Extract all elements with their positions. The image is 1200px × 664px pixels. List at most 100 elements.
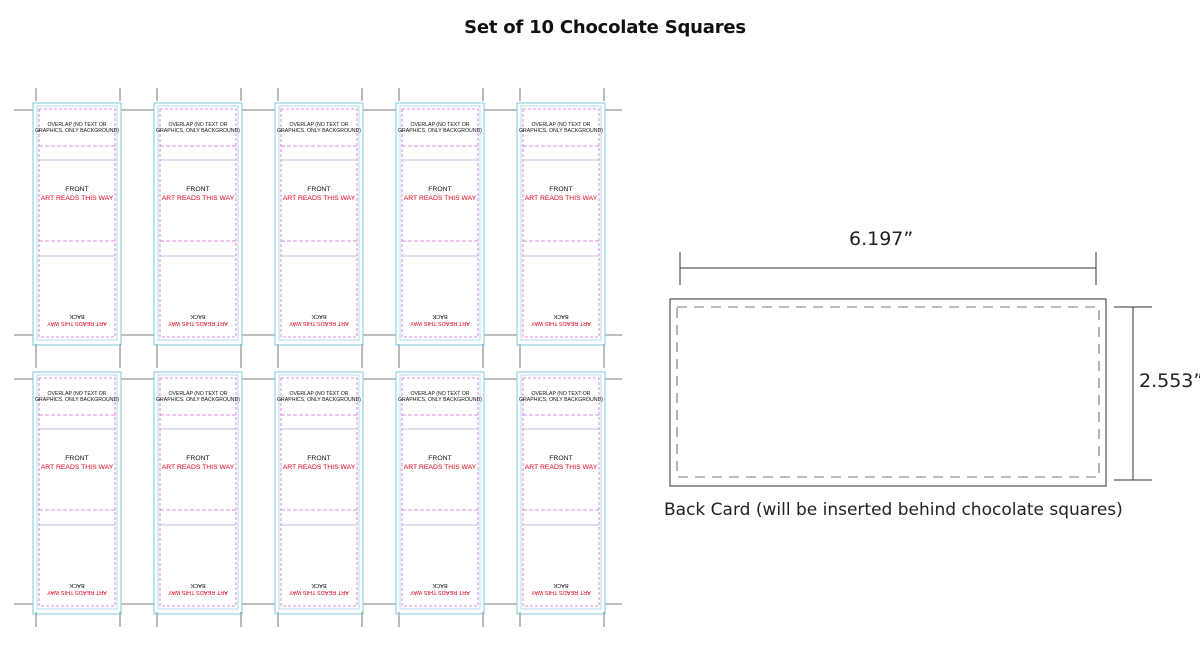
back-card-height-label: 2.553”: [1139, 370, 1200, 392]
safe-zone: [280, 108, 358, 338]
art-direction-label: ART READS THIS WAY: [283, 195, 356, 202]
safe-zone: [280, 377, 358, 607]
art-direction-label-back: ART READS THIS WAY: [47, 589, 107, 595]
bleed-line: [274, 371, 364, 615]
overlap-label: OVERLAP (NO TEXT OR: [168, 391, 227, 397]
art-direction-label-back: ART READS THIS WAY: [531, 320, 591, 326]
back-label: BACK: [311, 313, 327, 319]
back-label: BACK: [553, 582, 569, 588]
trim-line: [157, 105, 239, 341]
back-label: BACK: [69, 582, 85, 588]
overlap-label: GRAPHICS, ONLY BACKGROUND): [519, 397, 603, 403]
art-direction-label-back: ART READS THIS WAY: [531, 589, 591, 595]
back-label: BACK: [190, 313, 206, 319]
safe-zone: [38, 377, 116, 607]
art-direction-label: ART READS THIS WAY: [404, 464, 477, 471]
safe-zone: [401, 108, 479, 338]
trim-line: [399, 374, 481, 610]
art-direction-label: ART READS THIS WAY: [525, 195, 598, 202]
art-direction-label-back: ART READS THIS WAY: [168, 320, 228, 326]
back-label: BACK: [311, 582, 327, 588]
safe-zone: [159, 108, 237, 338]
art-direction-label-back: ART READS THIS WAY: [47, 320, 107, 326]
trim-line: [399, 105, 481, 341]
trim-line: [36, 105, 118, 341]
bleed-line: [153, 102, 243, 346]
overlap-label: GRAPHICS, ONLY BACKGROUND): [35, 397, 119, 403]
art-direction-label: ART READS THIS WAY: [162, 464, 235, 471]
back-card: [669, 252, 1152, 487]
safe-zone: [522, 108, 600, 338]
safe-zone: [159, 377, 237, 607]
trim-line: [278, 374, 360, 610]
front-label: FRONT: [186, 186, 209, 193]
trim-line: [520, 105, 602, 341]
back-label: BACK: [553, 313, 569, 319]
back-label: BACK: [432, 313, 448, 319]
bleed-line: [395, 371, 485, 615]
overlap-label: OVERLAP (NO TEXT OR: [410, 122, 469, 128]
overlap-label: OVERLAP (NO TEXT OR: [47, 391, 106, 397]
front-label: FRONT: [428, 186, 451, 193]
overlap-label: GRAPHICS, ONLY BACKGROUND): [398, 397, 482, 403]
front-label: FRONT: [186, 455, 209, 462]
art-direction-label-back: ART READS THIS WAY: [289, 589, 349, 595]
safe-zone: [401, 377, 479, 607]
art-direction-label: ART READS THIS WAY: [41, 464, 114, 471]
art-direction-label: ART READS THIS WAY: [41, 195, 114, 202]
back-card-width-label: 6.197”: [849, 228, 914, 250]
overlap-label: OVERLAP (NO TEXT OR: [289, 391, 348, 397]
front-label: FRONT: [65, 186, 88, 193]
art-direction-label: ART READS THIS WAY: [283, 464, 356, 471]
bleed-line: [274, 102, 364, 346]
front-label: FRONT: [307, 455, 330, 462]
bleed-line: [516, 371, 606, 615]
overlap-label: GRAPHICS, ONLY BACKGROUND): [35, 128, 119, 134]
page-title: Set of 10 Chocolate Squares: [464, 17, 746, 38]
back-card-caption: Back Card (will be inserted behind choco…: [664, 500, 1123, 520]
back-card-safe-zone: [676, 306, 1100, 478]
back-label: BACK: [432, 582, 448, 588]
front-label: FRONT: [428, 455, 451, 462]
trim-line: [278, 105, 360, 341]
bleed-line: [32, 102, 122, 346]
overlap-label: OVERLAP (NO TEXT OR: [531, 122, 590, 128]
overlap-label: GRAPHICS, ONLY BACKGROUND): [156, 397, 240, 403]
overlap-label: GRAPHICS, ONLY BACKGROUND): [277, 128, 361, 134]
art-direction-label-back: ART READS THIS WAY: [410, 320, 470, 326]
trim-line: [520, 374, 602, 610]
bleed-line: [32, 371, 122, 615]
overlap-label: OVERLAP (NO TEXT OR: [410, 391, 469, 397]
overlap-label: GRAPHICS, ONLY BACKGROUND): [156, 128, 240, 134]
art-direction-label: ART READS THIS WAY: [404, 195, 477, 202]
overlap-label: OVERLAP (NO TEXT OR: [289, 122, 348, 128]
front-label: FRONT: [549, 455, 572, 462]
overlap-label: OVERLAP (NO TEXT OR: [47, 122, 106, 128]
back-label: BACK: [190, 582, 206, 588]
bleed-line: [153, 371, 243, 615]
overlap-label: GRAPHICS, ONLY BACKGROUND): [398, 128, 482, 134]
overlap-label: OVERLAP (NO TEXT OR: [168, 122, 227, 128]
front-label: FRONT: [549, 186, 572, 193]
safe-zone: [38, 108, 116, 338]
front-label: FRONT: [307, 186, 330, 193]
overlap-label: GRAPHICS, ONLY BACKGROUND): [277, 397, 361, 403]
back-card-outline: [669, 298, 1107, 487]
bleed-line: [516, 102, 606, 346]
trim-line: [36, 374, 118, 610]
front-label: FRONT: [65, 455, 88, 462]
trim-line: [157, 374, 239, 610]
art-direction-label-back: ART READS THIS WAY: [410, 589, 470, 595]
art-direction-label: ART READS THIS WAY: [162, 195, 235, 202]
